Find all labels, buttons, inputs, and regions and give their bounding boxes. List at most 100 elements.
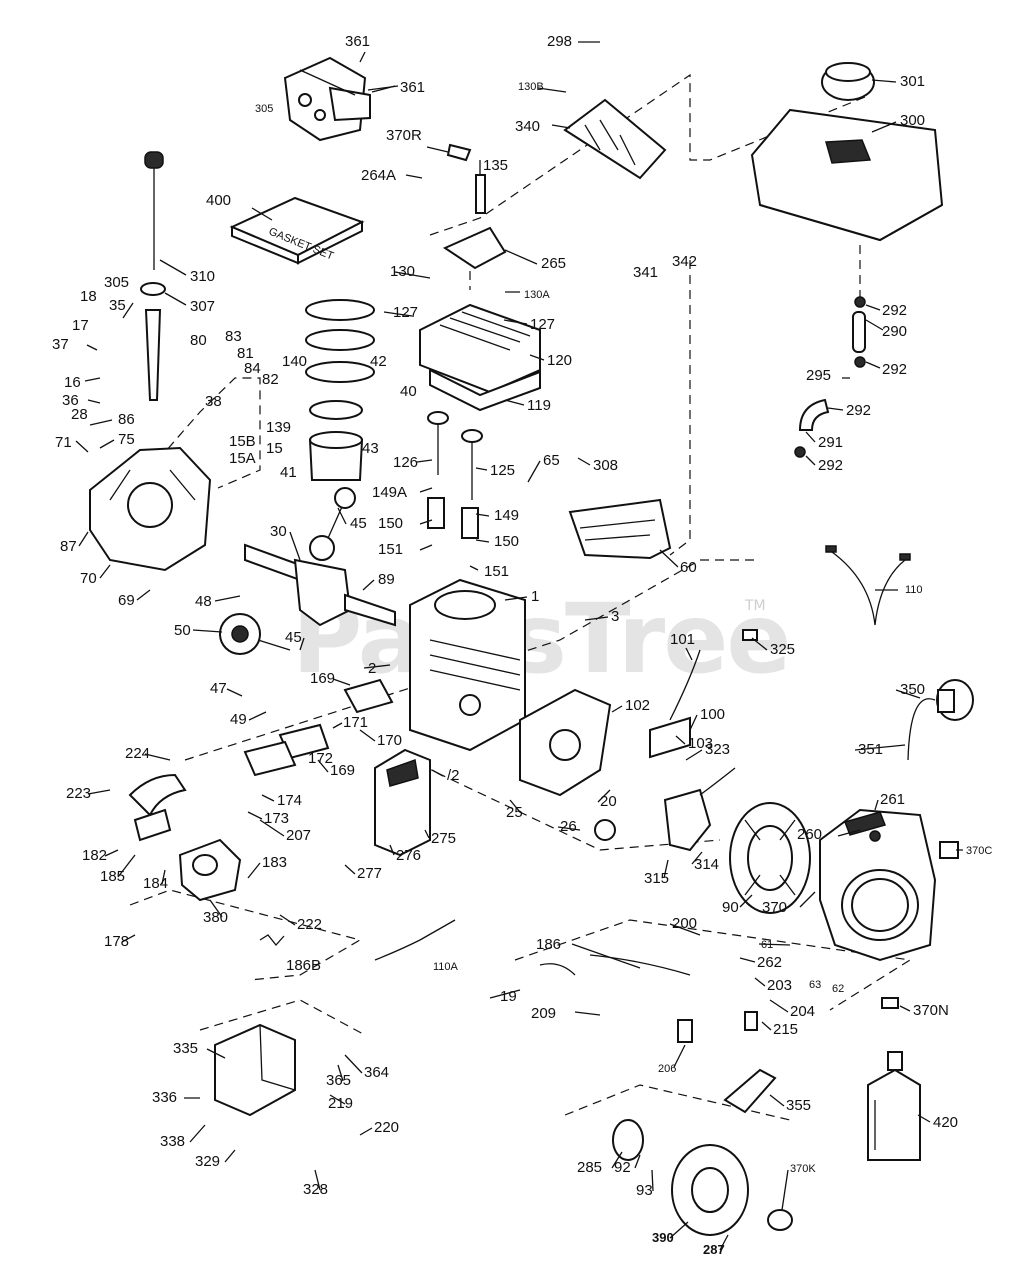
muffler-275 xyxy=(374,748,431,857)
part-label-264A: 264A xyxy=(361,167,396,184)
part-label-70: 70 xyxy=(80,570,97,587)
part-label-84: 84 xyxy=(244,360,261,377)
part-label-38: 38 xyxy=(205,393,222,410)
part-label-335: 335 xyxy=(173,1040,198,1057)
muffler-guard-60 xyxy=(568,498,672,560)
leader-lines xyxy=(75,41,963,1251)
part-label-308: 308 xyxy=(593,457,618,474)
part-label-15: 15 xyxy=(266,440,283,457)
part-label-169: 169 xyxy=(330,762,355,779)
blower-housing-370 xyxy=(819,808,937,962)
part-label-305: 305 xyxy=(255,103,273,115)
ignition-module-100 xyxy=(649,649,701,759)
part-label-305: 305 xyxy=(104,274,129,291)
part-label-265: 265 xyxy=(541,255,566,272)
part-label-18: 18 xyxy=(80,288,97,305)
part-label-19: 19 xyxy=(500,988,517,1005)
part-label-103: 103 xyxy=(688,735,713,752)
part-label-80: 80 xyxy=(190,332,207,349)
part-label-370R: 370R xyxy=(386,127,422,144)
part-label-25: 25 xyxy=(506,804,523,821)
gasket-set-400: GASKET SET xyxy=(229,196,365,265)
part-label-220: 220 xyxy=(374,1119,399,1136)
part-label-361: 361 xyxy=(345,33,370,50)
small-part-markers xyxy=(259,143,959,1043)
part-label-178: 178 xyxy=(104,933,129,950)
part-label-120: 120 xyxy=(547,352,572,369)
watermark-text: PartsTree xyxy=(292,583,789,695)
part-label-130: 130 xyxy=(390,263,415,280)
part-label-200: 200 xyxy=(672,915,697,932)
part-label-127: 127 xyxy=(530,316,555,333)
part-label-325: 325 xyxy=(770,641,795,658)
part-label-215: 215 xyxy=(773,1021,798,1038)
plate-265-and-spark-plug-135 xyxy=(442,160,507,270)
intake-gaskets xyxy=(243,678,394,777)
part-label-139: 139 xyxy=(266,419,291,436)
part-label-219: 219 xyxy=(328,1095,353,1112)
part-label-370N: 370N xyxy=(913,1002,949,1019)
part-label-260: 260 xyxy=(797,826,822,843)
part-label-301: 301 xyxy=(900,73,925,90)
part-label-173: 173 xyxy=(264,810,289,827)
part-label-351: 351 xyxy=(858,741,883,758)
part-label-291: 291 xyxy=(818,434,843,451)
connecting-rod-45 xyxy=(309,487,356,561)
part-label-60: 60 xyxy=(680,559,697,576)
part-label-223: 223 xyxy=(66,785,91,802)
part-label-222: 222 xyxy=(297,916,322,933)
part-label-365: 365 xyxy=(326,1072,351,1089)
part-label-185: 185 xyxy=(100,868,125,885)
part-label-101: 101 xyxy=(670,631,695,648)
part-label-204: 204 xyxy=(790,1003,815,1020)
part-label-150: 150 xyxy=(494,533,519,550)
part-label-275: 275 xyxy=(431,830,456,847)
part-label-390: 390 xyxy=(652,1230,674,1245)
part-label-62: 62 xyxy=(832,983,844,995)
fuel-pump-350 xyxy=(907,679,974,761)
control-315 xyxy=(663,767,736,852)
part-label-315: 315 xyxy=(644,870,669,887)
part-label-15A: 15A xyxy=(229,450,256,467)
part-label-370: 370 xyxy=(762,899,787,916)
part-label-93: 93 xyxy=(636,1182,653,1199)
part-label-3: 3 xyxy=(611,608,619,625)
part-label-262: 262 xyxy=(757,954,782,971)
part-label-186: 186 xyxy=(536,936,561,953)
part-label-102: 102 xyxy=(625,697,650,714)
part-label-186B: 186B xyxy=(286,957,321,974)
part-label-30: 30 xyxy=(270,523,287,540)
part-number-labels: 361 361 305 370R 298 130B 340 301 300 26… xyxy=(52,33,992,1257)
part-label-172: 172 xyxy=(308,750,333,767)
part-label-341: 341 xyxy=(633,264,658,281)
part-label-287: 287 xyxy=(703,1242,725,1257)
part-label-174: 174 xyxy=(277,792,302,809)
valves-and-springs xyxy=(427,411,483,539)
part-label-130B: 130B xyxy=(518,81,544,93)
part-label-40: 40 xyxy=(400,383,417,400)
cylinder-head-120 xyxy=(419,303,541,412)
part-label-75: 75 xyxy=(118,431,135,448)
part-label-100: 100 xyxy=(700,706,725,723)
part-label-90: 90 xyxy=(722,899,739,916)
part-label-207: 207 xyxy=(286,827,311,844)
part-label-48: 48 xyxy=(195,593,212,610)
part-label-119: 119 xyxy=(527,397,551,414)
part-label-285: 285 xyxy=(577,1159,602,1176)
part-label-17: 17 xyxy=(72,317,89,334)
part-label-125: 125 xyxy=(490,462,515,479)
part-label-42: 42 xyxy=(370,353,387,370)
part-label-26: 26 xyxy=(560,818,577,835)
part-label-261: 261 xyxy=(880,791,905,808)
part-label-127: 127 xyxy=(393,304,418,321)
wire-harness-110 xyxy=(825,545,911,626)
part-label-110A: 110A xyxy=(433,961,459,973)
part-label-277: 277 xyxy=(357,865,382,882)
part-label-300: 300 xyxy=(900,112,925,129)
part-label-36: 36 xyxy=(62,392,79,409)
part-label-307: 307 xyxy=(190,298,215,315)
part-label-400: 400 xyxy=(206,192,231,209)
part-label-47: 47 xyxy=(210,680,227,697)
part-label-16: 16 xyxy=(64,374,81,391)
part-label-63: 63 xyxy=(809,979,821,991)
